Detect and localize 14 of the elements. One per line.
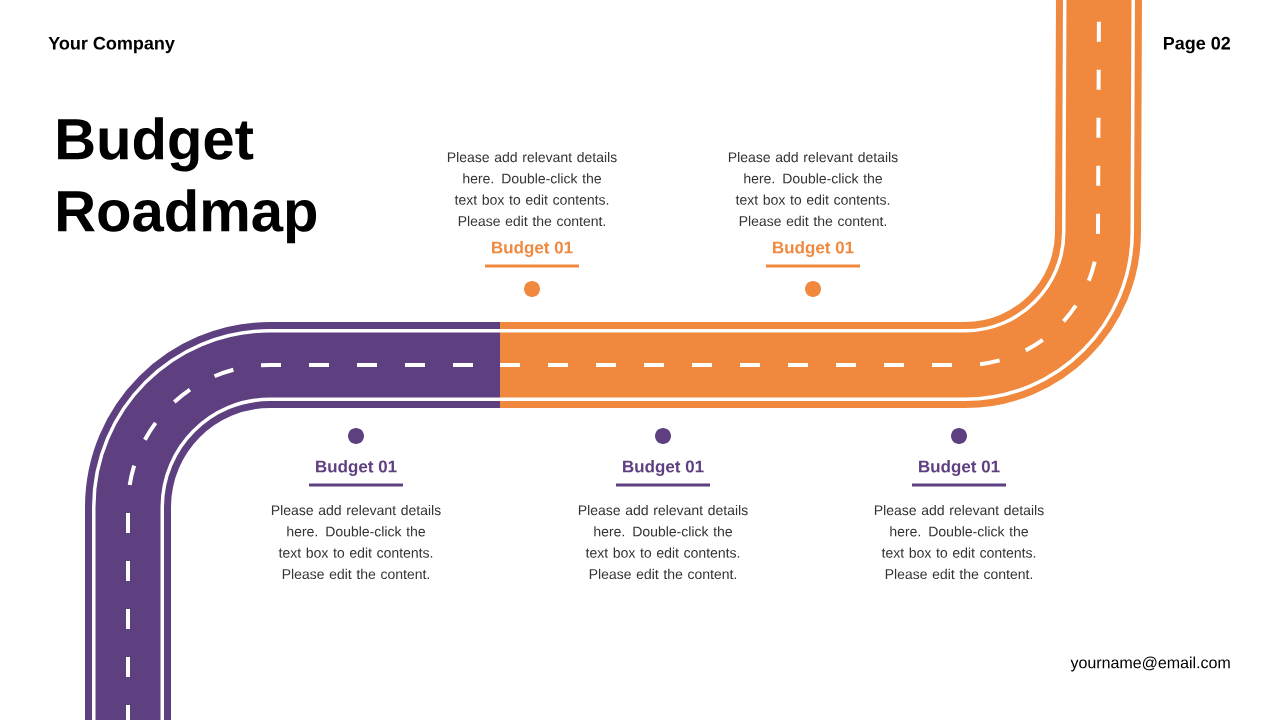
page-number: Page 02: [1163, 36, 1231, 54]
milestone-title: Budget 01: [623, 460, 704, 476]
milestone-title: Budget 01: [773, 241, 854, 257]
milestone-description: Please add relevant details here. Double-click the text box to edit contents. Please edit the content.: [728, 151, 898, 227]
header-text: Your Company: [48, 36, 175, 54]
milestone-description: Please add relevant details here. Double-click the text box to edit contents. Please edit the content.: [874, 504, 1044, 580]
milestone-title: Budget 01: [919, 460, 1000, 476]
milestone-title: Budget 01: [316, 460, 397, 476]
milestone-title: Budget 01: [492, 241, 573, 257]
milestone-description: Please add relevant details here. Double-click the text box to edit contents. Please edit the content.: [271, 504, 441, 580]
milestone-description: Please add relevant details here. Double-click the text box to edit contents. Please edit the content.: [578, 504, 748, 580]
title: Budget Roadmap: [58, 117, 317, 244]
milestone-description: Please add relevant details here. Double-click the text box to edit contents. Please edit the content.: [447, 151, 617, 227]
email-text: yourname@email.com: [1070, 656, 1230, 672]
